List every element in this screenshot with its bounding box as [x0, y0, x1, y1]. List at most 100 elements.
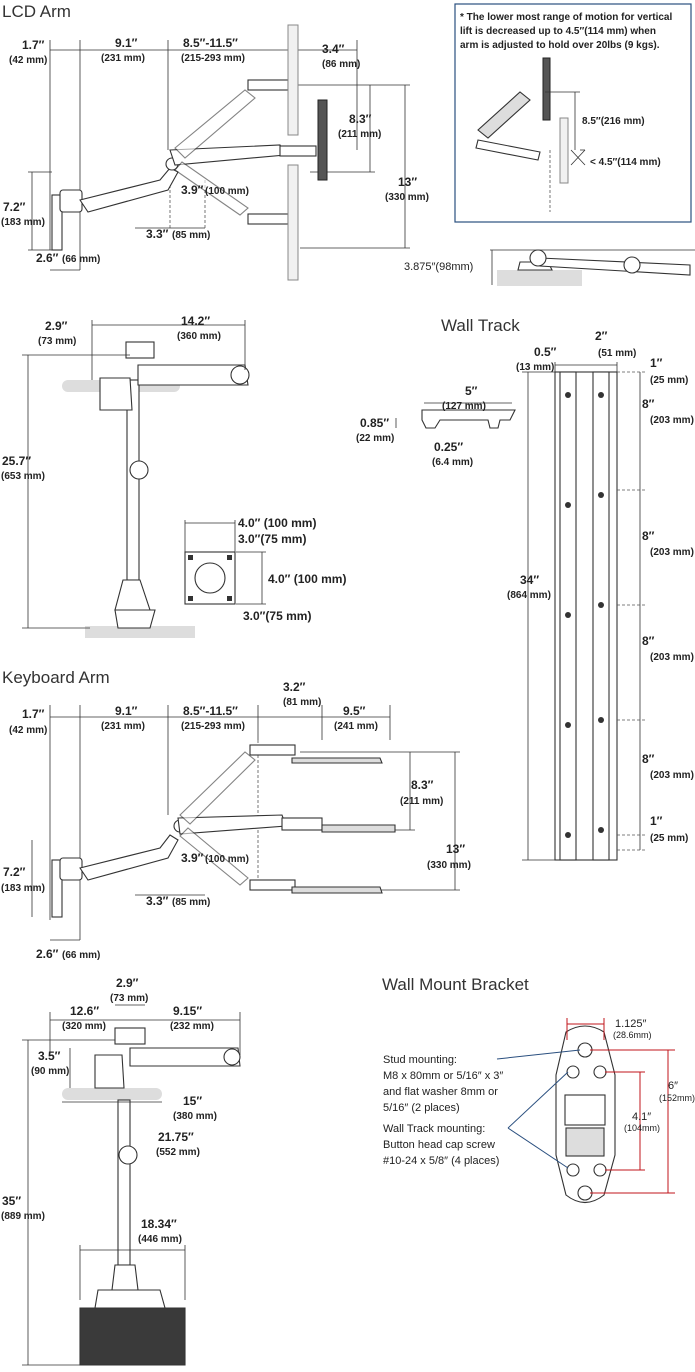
dim-label: 4.1″	[632, 1111, 651, 1123]
wall-track-diagram: Wall Track 0.5″ (13 mm) 2″ (5	[356, 316, 694, 861]
bracket-note: Stud mounting:	[383, 1054, 457, 1066]
dim-label: 8.5″(216 mm)	[582, 116, 645, 127]
dim-label: 3.0″(75 mm)	[243, 609, 311, 623]
dim-label: 8.5″-11.5″	[183, 704, 238, 718]
dim-label: (66 mm)	[62, 950, 100, 961]
dim-label: 1.7″	[22, 707, 45, 721]
wall-mount-bracket-diagram: Wall Mount Bracket Stud mounting: M8 x 8…	[382, 975, 695, 1204]
dim-label: (215-293 mm)	[181, 53, 245, 64]
dim-label: (320 mm)	[62, 1021, 106, 1032]
dim-label: (42 mm)	[9, 55, 47, 66]
dim-label: 4.0″ (100 mm)	[268, 572, 346, 586]
dim-label: 34″	[520, 573, 539, 587]
dim-label: (211 mm)	[400, 796, 443, 807]
dim-label: (446 mm)	[138, 1234, 182, 1245]
dim-label: 2.6″	[36, 947, 59, 961]
bracket-note: Button head cap screw	[383, 1139, 495, 1151]
dim-label: 0.5″	[534, 345, 557, 359]
bracket-note: Wall Track mounting:	[383, 1123, 485, 1135]
dim-label: 8.3″	[411, 778, 434, 792]
dim-label: (100 mm)	[205, 854, 249, 865]
dim-label: 21.75″	[158, 1130, 194, 1144]
dim-label: 9.5″	[343, 704, 366, 718]
dim-label: 8″	[642, 752, 655, 766]
dim-label: 0.85″	[360, 416, 389, 430]
dim-label: (28.6mm)	[613, 1030, 652, 1040]
dim-label: (73 mm)	[110, 993, 148, 1004]
dim-label: 8″	[642, 397, 655, 411]
dim-label: 8.3″	[349, 112, 372, 126]
note-text: arm is adjusted to hold over 20lbs (9 kg…	[460, 40, 660, 51]
dim-label: 9.1″	[115, 704, 138, 718]
dim-label: 25.7″	[2, 454, 31, 468]
weight-note-box: * The lower most range of motion for ver…	[454, 3, 692, 223]
dim-label: (232 mm)	[170, 1021, 214, 1032]
dim-label: (42 mm)	[9, 725, 47, 736]
dim-label: 8″	[642, 634, 655, 648]
dim-label: (183 mm)	[1, 883, 45, 894]
dim-label: (22 mm)	[356, 433, 394, 444]
dim-label: 3.3″	[146, 227, 169, 241]
dim-label: (203 mm)	[650, 547, 694, 558]
dim-label: 6″	[668, 1080, 678, 1092]
bracket-note: M8 x 80mm or 5/16″ x 3″	[383, 1070, 503, 1082]
dim-label: (6.4 mm)	[432, 457, 473, 468]
dim-label: (73 mm)	[38, 336, 76, 347]
dim-label: 5″	[465, 384, 478, 398]
dim-label: 3.875″(98mm)	[404, 261, 473, 273]
bracket-note: #10-24 x 5/8″ (4 places)	[383, 1155, 499, 1167]
dim-label: 9.1″	[115, 36, 138, 50]
dim-label: 35″	[2, 1194, 21, 1208]
dim-label: < 4.5″(114 mm)	[590, 157, 661, 168]
dim-label: 7.2″	[3, 865, 26, 879]
dim-label: 1.7″	[22, 38, 45, 52]
dim-label: (552 mm)	[156, 1147, 200, 1158]
bracket-title: Wall Mount Bracket	[382, 975, 529, 994]
dim-label: (231 mm)	[101, 721, 145, 732]
lcd-arm-diagram: LCD Arm 1.7″ (42	[1, 2, 429, 281]
dim-label: 18.34″	[141, 1217, 177, 1231]
dim-label: 2.9″	[116, 976, 139, 990]
dim-label: (104mm)	[624, 1123, 660, 1133]
wall-track-title: Wall Track	[441, 316, 520, 335]
dim-label: 2.6″	[36, 251, 59, 265]
bracket-note: 5/16″ (2 places)	[383, 1102, 460, 1114]
vesa-plate: 4.0″ (100 mm) 3.0″(75 mm) 4.0″ (100 mm) …	[184, 516, 346, 623]
dim-label: (215-293 mm)	[181, 721, 245, 732]
dim-label: 13″	[446, 842, 465, 856]
dim-label: 4.0″ (100 mm)	[238, 516, 316, 530]
dim-label: 2.9″	[45, 319, 68, 333]
dim-label: (203 mm)	[650, 652, 694, 663]
dim-label: 9.15″	[173, 1004, 202, 1018]
dim-label: 1″	[650, 814, 663, 828]
dim-label: 8.5″-11.5″	[183, 36, 238, 50]
dim-label: 1″	[650, 356, 663, 370]
dim-label: (90 mm)	[31, 1066, 69, 1077]
dim-label: (380 mm)	[173, 1111, 217, 1122]
dim-label: 15″	[183, 1094, 202, 1108]
dim-label: 1.125″	[615, 1018, 647, 1030]
dim-label: (211 mm)	[338, 129, 381, 140]
dim-label: 14.2″	[181, 314, 210, 328]
dim-label: (85 mm)	[172, 897, 210, 908]
note-text: lift is decreased up to 4.5″(114 mm) whe…	[460, 26, 656, 37]
dim-label: 3.5″	[38, 1049, 61, 1063]
dim-label: (203 mm)	[650, 770, 694, 781]
dim-label: (25 mm)	[650, 833, 688, 844]
dim-label: (81 mm)	[283, 697, 321, 708]
dim-label: (25 mm)	[650, 375, 688, 386]
dim-label: 3.0″(75 mm)	[238, 532, 306, 546]
dim-label: 8″	[642, 529, 655, 543]
clamp-detail: 3.875″(98mm)	[404, 249, 695, 286]
dim-label: (100 mm)	[205, 186, 249, 197]
note-text: * The lower most range of motion for ver…	[460, 12, 672, 23]
dim-label: (241 mm)	[334, 721, 378, 732]
dim-label: 7.2″	[3, 200, 26, 214]
dim-label: (330 mm)	[427, 860, 471, 871]
dim-label: 12.6″	[70, 1004, 99, 1018]
dim-label: (360 mm)	[177, 331, 221, 342]
dim-label: (889 mm)	[1, 1211, 45, 1222]
lcd-arm-title: LCD Arm	[2, 2, 71, 21]
dim-label: 3.2″	[283, 680, 306, 694]
